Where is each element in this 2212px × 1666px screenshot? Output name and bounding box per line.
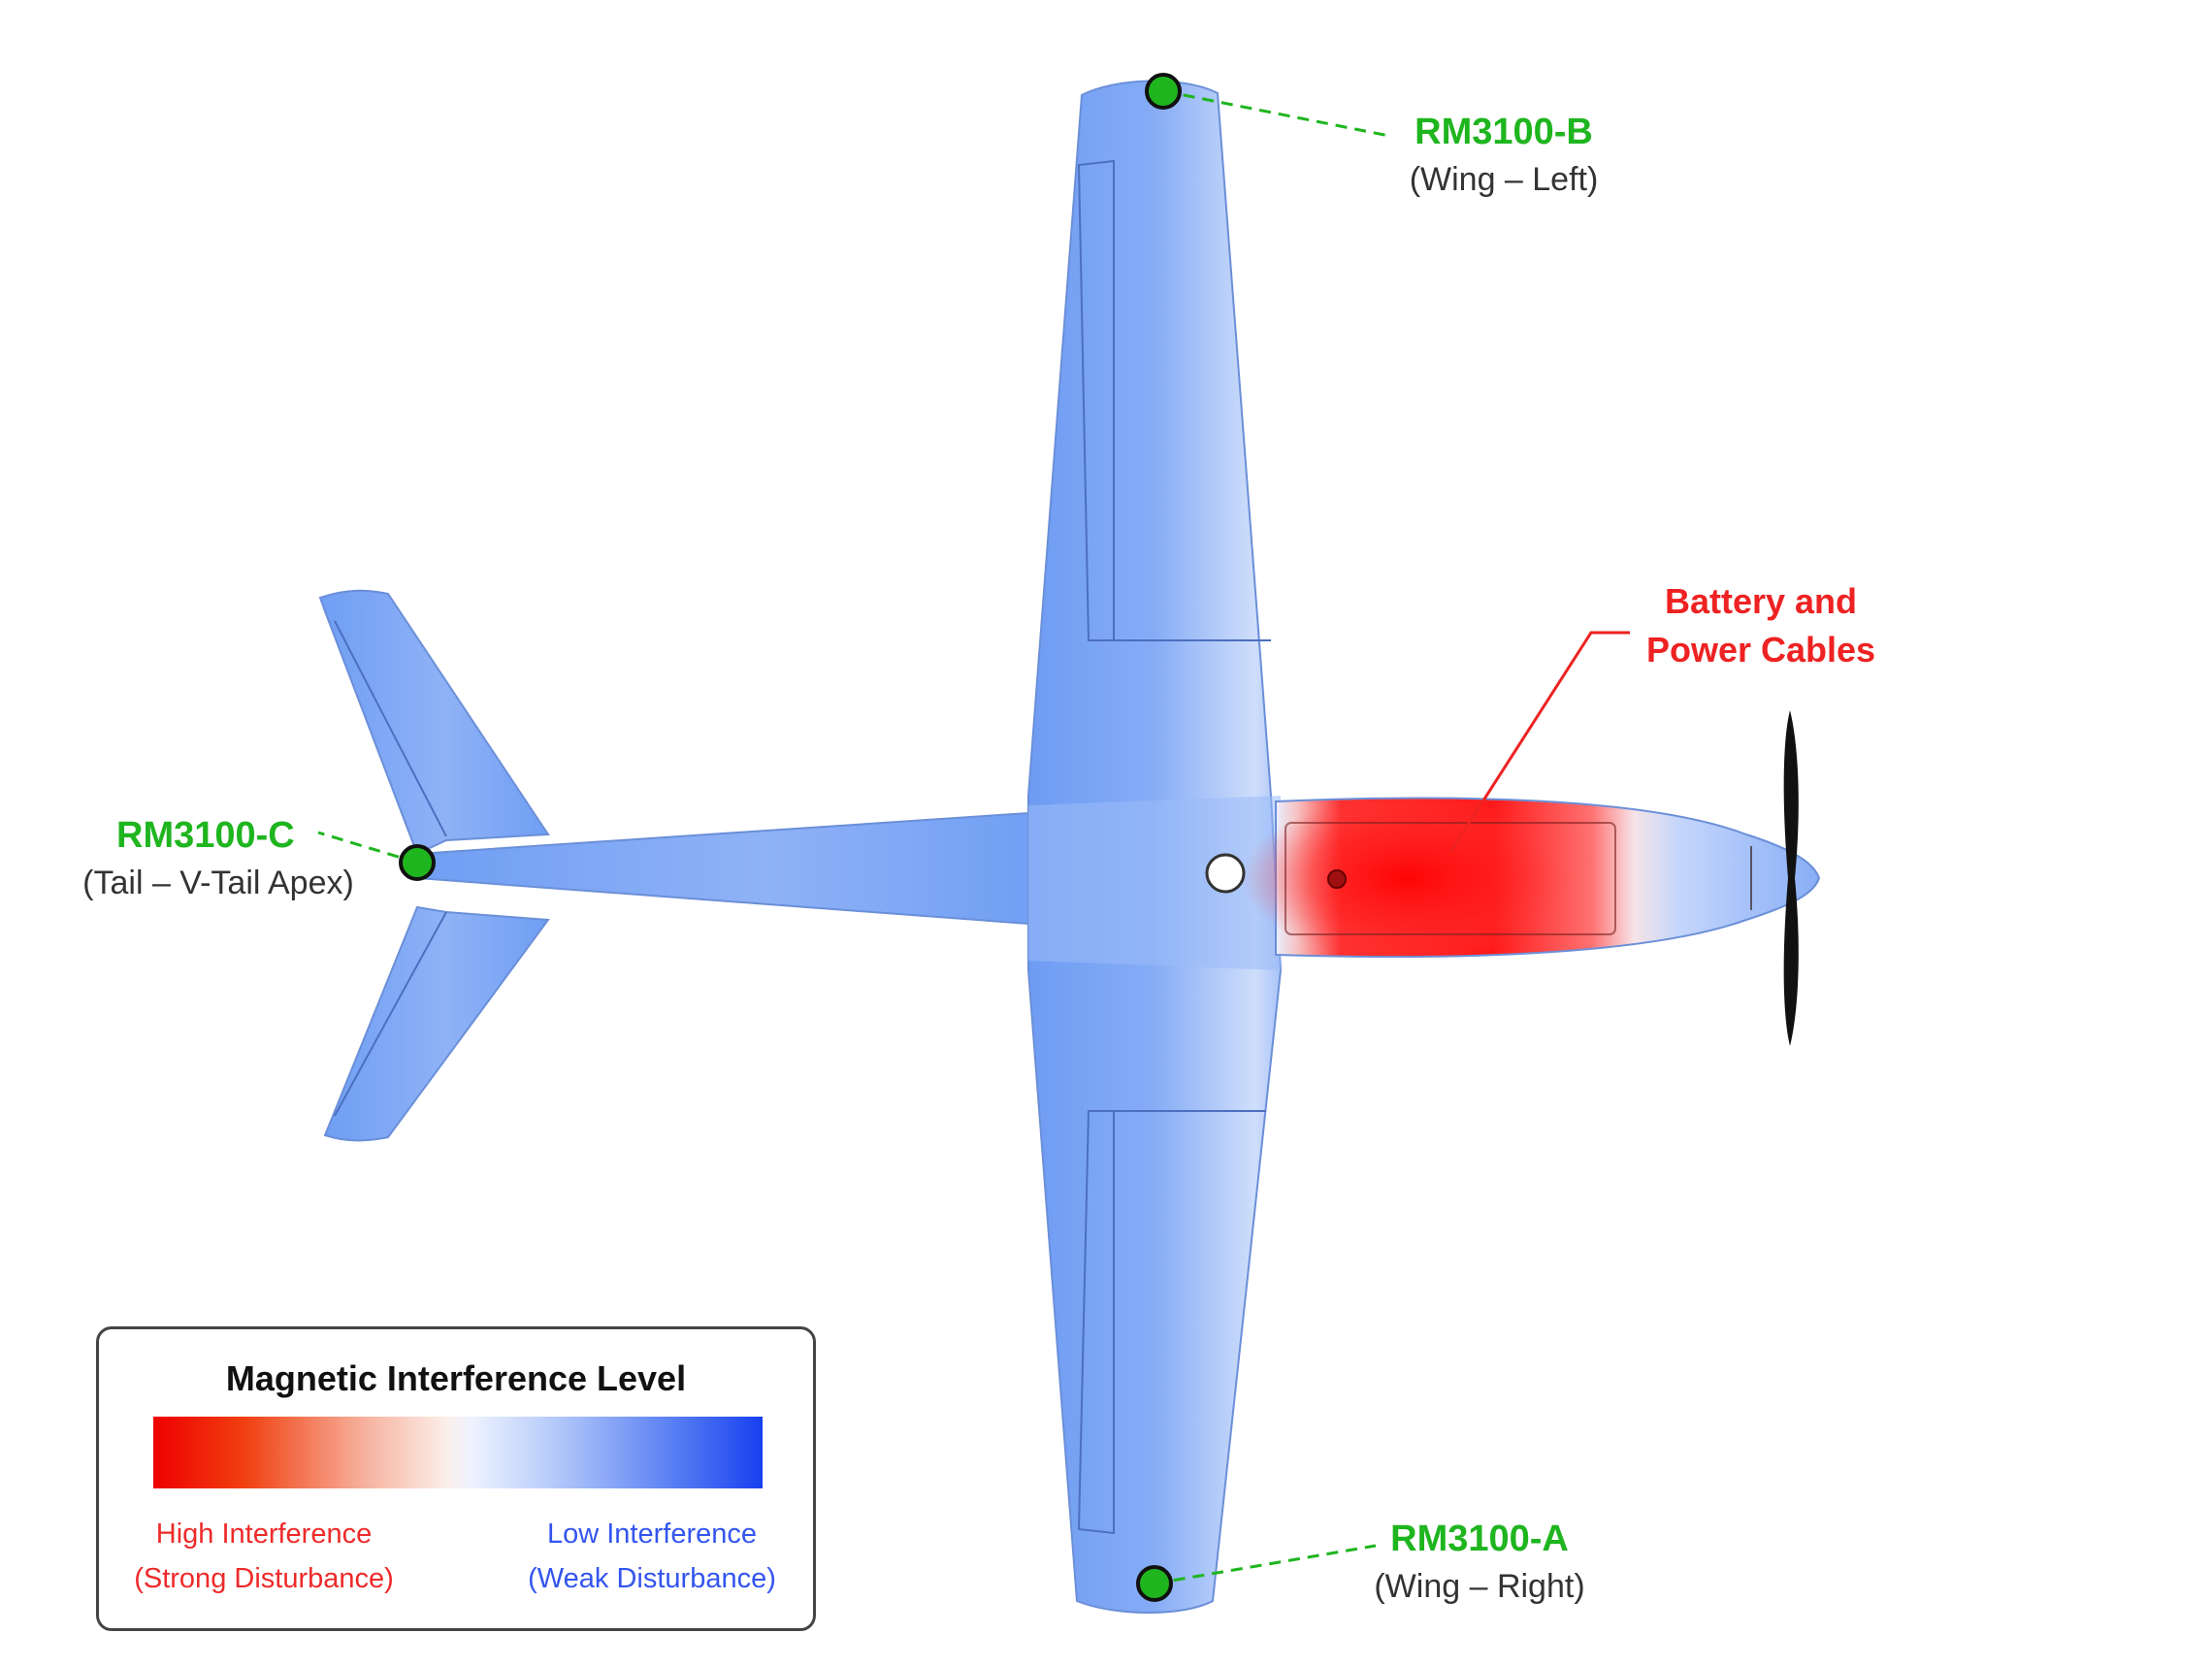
sensor-location: (Wing – Right) (1374, 1568, 1585, 1605)
legend-low-line1: Low Interference (546, 1519, 757, 1550)
legend-gradient-bar (153, 1417, 763, 1488)
battery-bay-hatch (1285, 822, 1616, 935)
sensor-label-rm3100-c: RM3100-C (Tail – V-Tail Apex) (73, 815, 364, 902)
center-fuselage (1028, 796, 1281, 970)
sensor-marker-rm3100-c[interactable] (399, 844, 436, 881)
v-tail-upper (318, 589, 550, 856)
leader-line-battery (1448, 631, 1630, 853)
v-tail-lower (323, 905, 550, 1142)
propeller-blade-lower (1783, 878, 1799, 1046)
tail-control-surface-lower (334, 911, 447, 1117)
battery-label: Battery and Power Cables (1640, 577, 1882, 674)
legend-high-line1: High Interference (155, 1519, 373, 1550)
legend-high-line2: (Strong Disturbance) (134, 1563, 394, 1594)
legend-low-line2: (Weak Disturbance) (528, 1563, 776, 1594)
sensor-location: (Wing – Left) (1409, 161, 1599, 198)
battery-label-line1: Battery and (1664, 581, 1858, 621)
legend-low-label: Low Interference (Weak Disturbance) (506, 1512, 797, 1601)
sensor-label-rm3100-b: RM3100-B (Wing – Left) (1378, 112, 1630, 199)
sensor-label-rm3100-a: RM3100-A (Wing – Right) (1353, 1519, 1606, 1606)
legend-high-label: High Interference (Strong Disturbance) (118, 1512, 409, 1601)
battery-heat-spot (1242, 796, 1572, 961)
interference-legend: Magnetic Interference Level High Interfe… (96, 1326, 816, 1631)
sensor-marker-rm3100-a[interactable] (1136, 1565, 1173, 1602)
tail-control-surface-upper (334, 620, 447, 837)
sensor-name: RM3100-A (1390, 1519, 1569, 1559)
sensor-location: (Tail – V-Tail Apex) (82, 865, 354, 901)
fuselage-port-icon (1205, 853, 1246, 894)
sensor-name: RM3100-B (1415, 112, 1593, 152)
legend-title: Magnetic Interference Level (225, 1358, 687, 1398)
battery-connector-icon (1327, 869, 1347, 889)
propeller-blade-upper (1783, 710, 1799, 878)
sensor-name: RM3100-C (116, 815, 295, 856)
battery-label-line2: Power Cables (1645, 630, 1876, 670)
leader-line-rm3100-c (317, 831, 418, 865)
sensor-marker-rm3100-b[interactable] (1145, 73, 1182, 110)
